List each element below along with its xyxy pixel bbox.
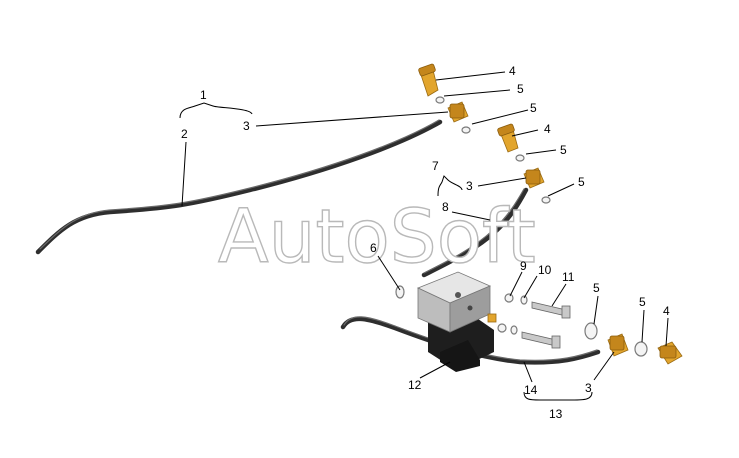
fitting-3a [447, 101, 469, 123]
callout-labels: 1 2 3 4 5 5 4 5 7 3 5 8 6 9 10 11 5 5 4 … [181, 64, 670, 421]
fitting-4c [657, 341, 683, 365]
washer-5e [584, 322, 598, 340]
callout-5: 5 [530, 101, 537, 115]
callout-14: 14 [524, 383, 538, 397]
washer-9b [497, 323, 507, 333]
hose-2 [35, 119, 443, 255]
callout-6: 6 [370, 241, 377, 255]
fitting-3c [607, 333, 629, 357]
washer-6 [395, 285, 405, 299]
callout-5: 5 [593, 281, 600, 295]
bolt-11b [521, 331, 561, 349]
callout-7: 7 [432, 159, 439, 173]
callout-10: 10 [538, 263, 552, 277]
callout-1: 1 [200, 88, 207, 102]
callout-4: 4 [663, 304, 670, 318]
washer-5b [461, 126, 471, 134]
callout-5: 5 [578, 175, 585, 189]
callout-13: 13 [549, 407, 563, 421]
callout-12: 12 [408, 378, 422, 392]
washer-5a [435, 96, 445, 104]
callout-9: 9 [520, 259, 527, 273]
callout-8: 8 [442, 200, 449, 214]
washer-5f [634, 341, 648, 357]
leader-lines [179, 71, 669, 401]
bolt-11a [531, 301, 571, 319]
washer-5c [515, 154, 525, 162]
washers [395, 96, 648, 357]
callout-4: 4 [509, 64, 516, 78]
washer-10 [520, 295, 528, 305]
watermark-text: AutoSoft [218, 194, 536, 280]
fitting-3b [523, 167, 545, 189]
callout-5: 5 [560, 143, 567, 157]
washer-10b [510, 325, 518, 335]
washer-5d [541, 196, 551, 204]
fitting-4b [497, 123, 519, 153]
hose-8 [421, 187, 529, 278]
fitting-4a [418, 63, 439, 97]
callout-11: 11 [562, 270, 575, 284]
callout-5: 5 [639, 295, 646, 309]
valve-assembly-12 [416, 271, 497, 372]
callout-5: 5 [517, 82, 524, 96]
callout-3: 3 [243, 119, 250, 133]
washer-9 [504, 293, 514, 303]
callout-3: 3 [466, 179, 473, 193]
callout-3: 3 [585, 381, 592, 395]
callout-2: 2 [181, 127, 188, 141]
callout-4: 4 [544, 122, 551, 136]
